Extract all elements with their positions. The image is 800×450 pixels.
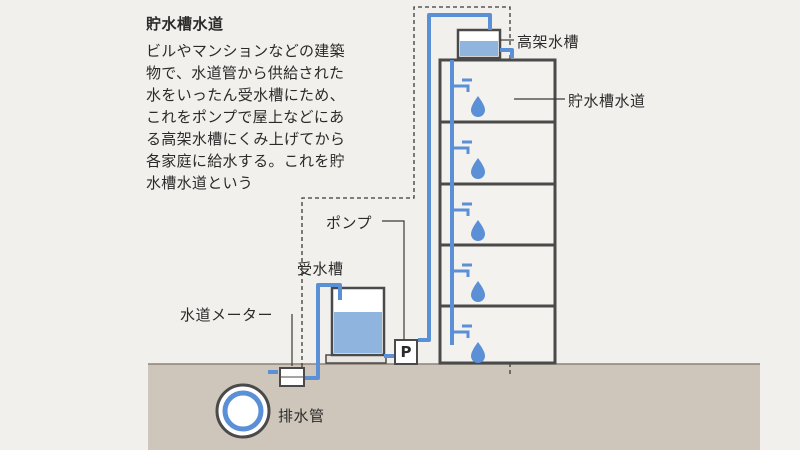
elevated-tank-label: 高架水槽 <box>517 33 580 51</box>
water-drop-icon <box>471 220 485 241</box>
water-drop-icon <box>471 342 485 363</box>
water-pipes <box>268 13 514 380</box>
leader-lines <box>291 39 565 366</box>
description-line: 水槽水道という <box>146 174 254 192</box>
drain-pipe <box>215 383 271 439</box>
receiving-tank <box>325 286 387 364</box>
drop-group <box>471 96 485 363</box>
elevated-tank-downpipe <box>500 48 514 58</box>
water-meter-label: 水道メーター <box>180 306 274 324</box>
receiving-tank-label: 受水槽 <box>297 260 344 278</box>
water-drop-icon <box>471 158 485 179</box>
diagram-title: 貯水槽水道 <box>146 15 224 33</box>
pump-letter: P <box>400 343 412 361</box>
water-drop-icon <box>471 96 485 117</box>
faucet-group <box>452 78 472 338</box>
faucet-icon <box>452 324 472 338</box>
pump <box>394 339 418 365</box>
drain-pipe-label: 排水管 <box>278 407 325 425</box>
tank-system-label: 貯水槽水道 <box>568 92 646 110</box>
water-drop-icon <box>471 281 485 302</box>
faucet-icon <box>452 263 472 277</box>
pump-to-elevated-tank-pipe <box>418 13 492 342</box>
water-meter <box>279 367 305 387</box>
faucet-icon <box>452 78 472 92</box>
description: ビルやマンションなどの建築 物で、水道管から供給された 水をいったん受水槽にため… <box>146 40 391 194</box>
description-line: これをポンプで屋上などにあ <box>146 108 345 126</box>
faucet-icon <box>452 202 472 216</box>
description-line: 水をいったん受水槽にため、 <box>146 86 345 104</box>
meter-to-receiving-tank-pipe <box>304 283 342 380</box>
description-line: 物で、水道管から供給された <box>146 64 345 82</box>
description-line: 各家庭に給水する。これを貯 <box>146 152 345 170</box>
pump-label: ポンプ <box>326 214 373 232</box>
faucet-icon <box>452 140 472 154</box>
elevated-tank <box>456 28 502 60</box>
description-line: ビルやマンションなどの建築 <box>146 42 345 60</box>
description-line: る高架水槽にくみ上げてから <box>146 130 346 148</box>
